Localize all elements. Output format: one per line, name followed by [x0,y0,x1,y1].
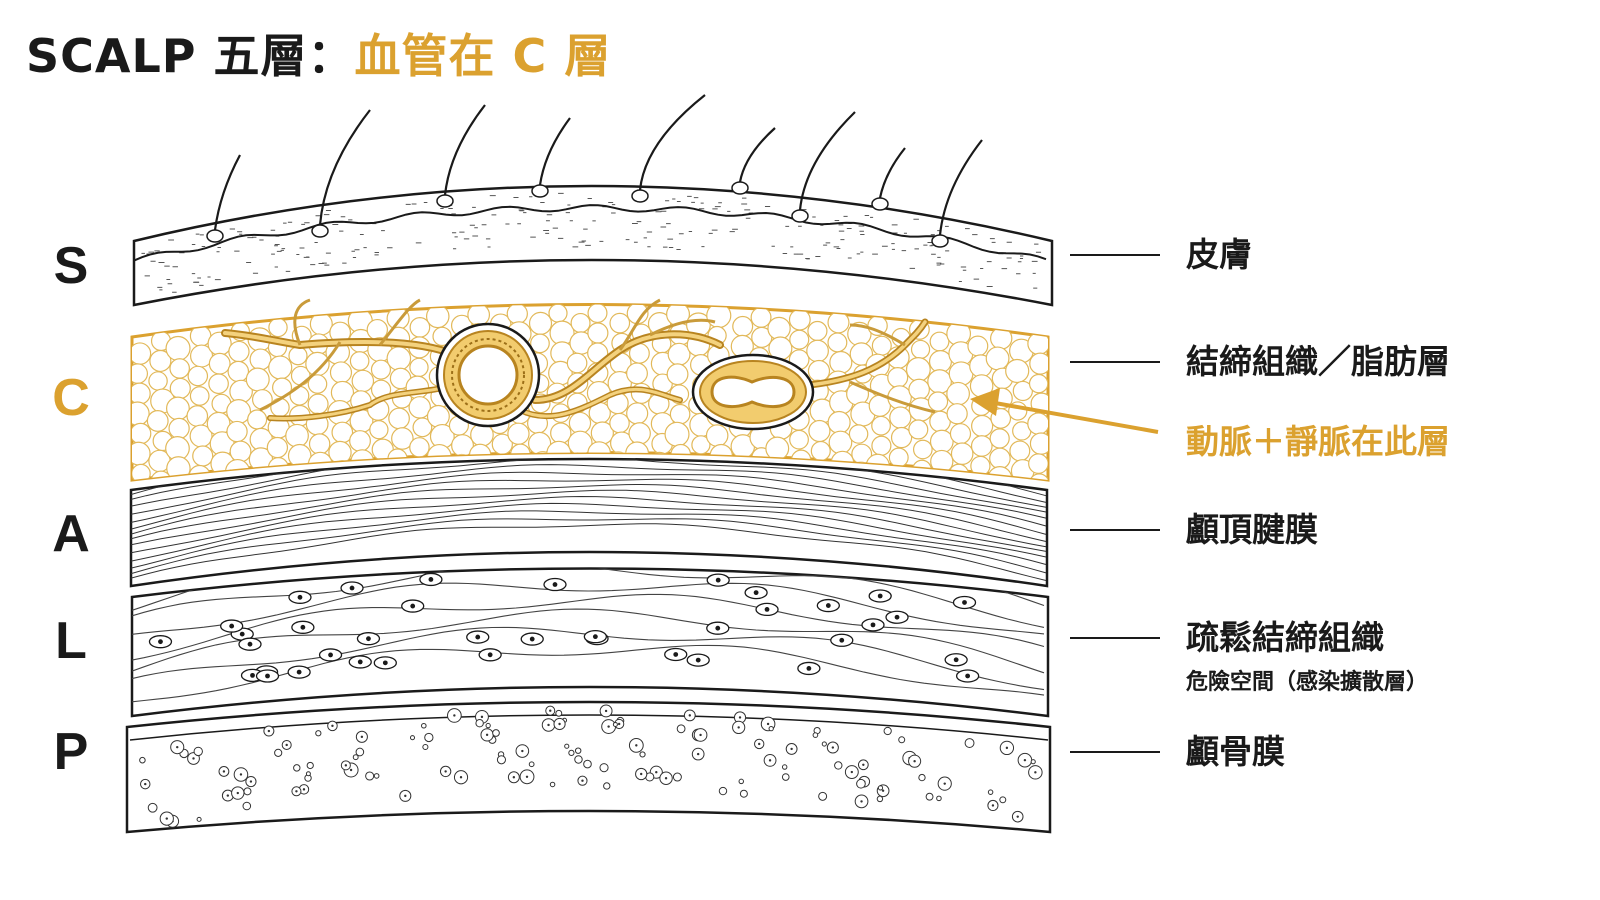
layer-l-loose-tissue [130,567,1050,718]
label-pericranium: 顱骨膜 [1186,732,1285,771]
title-accent: 血管在 C 層 [354,29,612,83]
layer-p-pericranium [125,700,1052,834]
label-galea: 顱頂腱膜 [1186,510,1318,549]
label-skin: 皮膚 [1186,235,1252,274]
layer-s-skin [132,94,1054,307]
leader-lines [1070,254,1160,753]
pointer-arrow [970,388,1159,434]
label-loose-tissue: 疏鬆結締組織 [1186,618,1384,657]
layer-letter-p: P [53,723,89,781]
diagram-title: SCALP 五層：血管在 C 層 [26,20,611,86]
layer-letter-a: A [52,505,90,563]
label-vessels-note: 動脈＋靜脈在此層 [1186,422,1450,461]
layer-letter-l: L [55,612,87,670]
label-danger-space: 危險空間（感染擴散層） [1186,670,1429,695]
vein-cross-section [691,353,815,431]
layer-letter-s: S [53,237,89,295]
layer-letter-c: C [52,369,90,427]
label-connective-fat: 結締組織／脂肪層 [1186,342,1450,381]
blood-vessel-branches [221,298,936,422]
title-main: SCALP 五層： [26,29,355,83]
hair-strands [206,94,983,248]
artery-cross-section [435,322,541,428]
